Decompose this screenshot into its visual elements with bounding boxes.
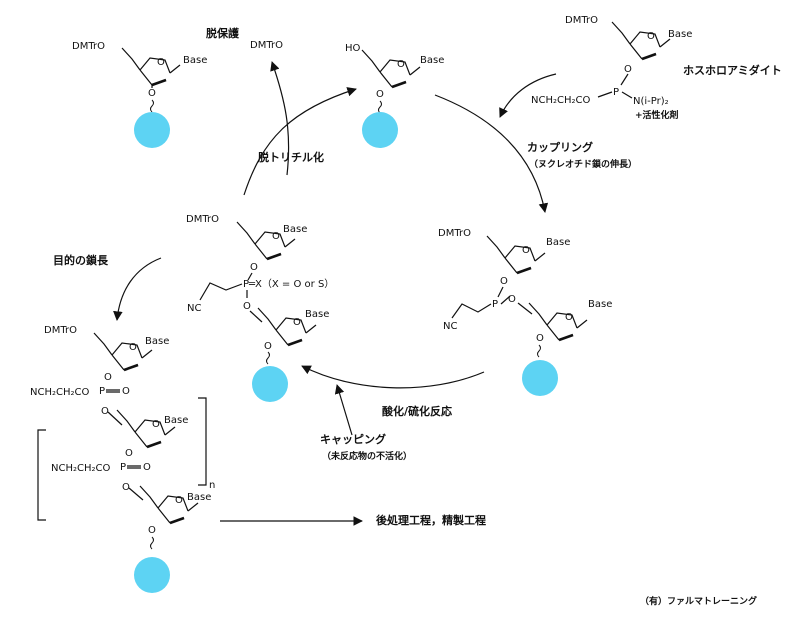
repeat-bracket-right: [198, 397, 207, 486]
dmtro-label: DMTrO: [44, 325, 77, 336]
o3-label: O: [376, 89, 384, 100]
deprotection-label: 脱保護: [206, 26, 240, 40]
dmtro-label: DMTrO: [186, 214, 219, 225]
cyanoethyl-label: NCH₂CH₂CO: [30, 387, 89, 398]
arrow-amidite-in: [499, 73, 557, 118]
base-label: Base: [305, 309, 329, 320]
structure-oxidized-phosphate: DMTrO O Base O P═X（X = O or S） NC O O Ba…: [186, 214, 334, 402]
o5-label: O: [508, 294, 516, 305]
coupling-label: カップリング: [527, 140, 593, 154]
ring-o-label: O: [175, 495, 183, 506]
o5-label: O: [101, 406, 109, 417]
base-label: Base: [546, 237, 570, 248]
px-label: P═X（X = O or S）: [243, 278, 334, 290]
phosphoramidite-label: ホスホロアミダイト: [683, 63, 782, 77]
post-processing-label: 後処理工程，精製工程: [376, 513, 486, 527]
repeat-count-label: n: [209, 480, 215, 491]
o5-label: O: [122, 482, 130, 493]
ring-o-label: O: [522, 245, 530, 256]
reaction-cycle-arrows: [113, 61, 557, 526]
dmtro-label: DMTrO: [438, 228, 471, 239]
structure-dmtr-nucleoside-support: DMTrO O Base O: [72, 41, 207, 148]
p-label: P: [120, 462, 126, 473]
ring-o-label: O: [272, 231, 280, 242]
arrow-target-chain: [113, 257, 162, 321]
arrow-detritylation: [243, 87, 357, 196]
base-label: Base: [283, 224, 307, 235]
structure-phosphoramidite: DMTrO O Base O P NCH₂CH₂CO N(i-Pr)₂ +活性化…: [531, 15, 692, 121]
o-label: O: [122, 386, 130, 397]
detritylation-label: 脱トリチル化: [258, 150, 324, 164]
dmtro-label: DMTrO: [72, 41, 105, 52]
o3-label: O: [500, 276, 508, 287]
solid-support-bead: [362, 112, 398, 148]
structure-phosphite-triester: DMTrO O Base O P NC O O Base O: [438, 228, 612, 396]
o-label: O: [143, 462, 151, 473]
base-label: Base: [183, 55, 207, 66]
base-label: Base: [187, 492, 211, 503]
nc-label: NC: [187, 303, 201, 314]
ring-o-label: O: [152, 419, 160, 430]
solid-support-bead: [134, 112, 170, 148]
solid-support-bead: [252, 366, 288, 402]
nc-label: NC: [443, 321, 457, 332]
oxidation-label: 酸化/硫化反応: [382, 404, 452, 418]
base-label: Base: [668, 29, 692, 40]
ring-o-label: O: [565, 312, 573, 323]
arrow-coupling: [434, 94, 549, 213]
p-label: P: [99, 386, 105, 397]
base-label: Base: [164, 415, 188, 426]
solid-support-bead: [522, 360, 558, 396]
repeat-bracket-left: [37, 429, 46, 521]
ring-o-label: O: [647, 31, 655, 42]
cyanoethyl-label: NCH₂CH₂CO: [51, 463, 110, 474]
o3-label: O: [250, 262, 258, 273]
amide-label: N(i-Pr)₂: [633, 96, 669, 107]
released-dmtro-label: DMTrO: [250, 40, 283, 51]
arrow-capping: [334, 384, 353, 436]
p-label: P: [613, 87, 619, 98]
o5-label: O: [243, 301, 251, 312]
base-label: Base: [145, 336, 169, 347]
ring-o-label: O: [293, 317, 301, 328]
o3-label: O: [264, 341, 272, 352]
base-label: Base: [588, 299, 612, 310]
o3-label: O: [148, 525, 156, 536]
o3-label: O: [624, 64, 632, 75]
ring-o-label: O: [157, 57, 165, 68]
o3-label: O: [536, 333, 544, 344]
ho-label: HO: [345, 43, 361, 54]
structure-free-5oh-support: HO O Base O: [345, 43, 444, 148]
cyanoethyl-label: NCH₂CH₂CO: [531, 95, 590, 106]
dmtro-label: DMTrO: [565, 15, 598, 26]
p-label: P: [492, 299, 498, 310]
target-chain-label: 目的の鎖長: [53, 253, 109, 267]
solid-support-bead: [134, 557, 170, 593]
base-label: Base: [420, 55, 444, 66]
ring-o-label: O: [397, 59, 405, 70]
capping-label: キャッピング: [320, 432, 386, 446]
arrow-deprotection: [270, 61, 290, 176]
activator-label: +活性化剤: [635, 109, 679, 121]
o3-label: O: [104, 372, 112, 383]
ring-o-label: O: [129, 342, 137, 353]
capping-note: （未反応物の不活化）: [322, 450, 412, 462]
credit-label: （有）ファルマトレーニング: [640, 595, 757, 607]
coupling-note: （ヌクレオチド鎖の伸長）: [529, 158, 637, 170]
arrow-oxidation: [301, 365, 485, 389]
o3-label: O: [125, 448, 133, 459]
o3-label: O: [148, 88, 156, 99]
structure-elongated-chain: DMTrO O Base O P O NCH₂CH₂CO O O Base O …: [30, 325, 215, 593]
